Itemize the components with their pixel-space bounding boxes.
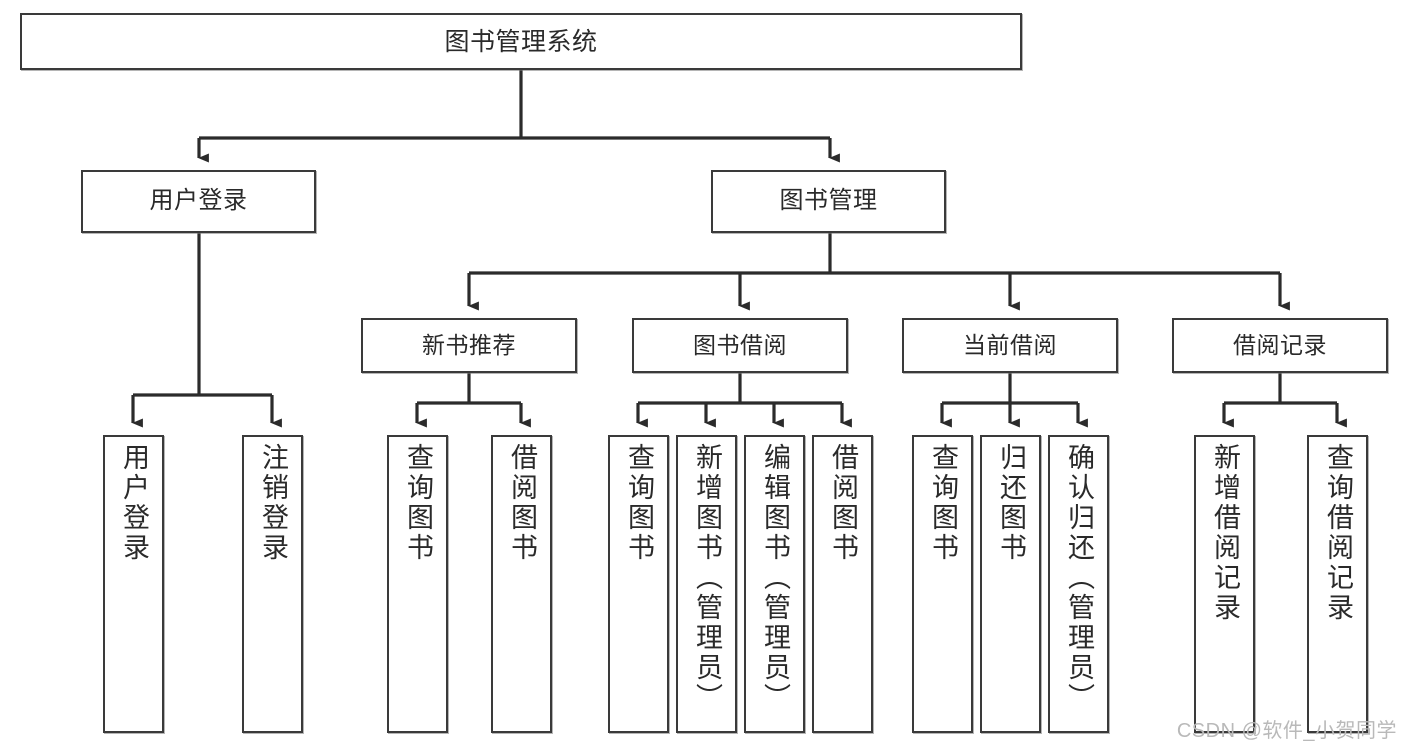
leaf-current-borrow-return[interactable]: 归还图书	[980, 435, 1041, 733]
node-new-book-recommend[interactable]: 新书推荐	[361, 318, 577, 373]
leaf-book-borrow-borrow[interactable]: 借阅图书	[812, 435, 873, 733]
node-label: 新增借阅记录	[1210, 443, 1240, 623]
leaf-book-borrow-add[interactable]: 新增图书（管理员）	[676, 435, 737, 733]
leaf-book-borrow-edit[interactable]: 编辑图书（管理员）	[744, 435, 805, 733]
node-label: 图书借阅	[693, 331, 787, 358]
node-label: 确认归还（管理员）	[1064, 443, 1094, 713]
node-label: 查询借阅记录	[1323, 443, 1353, 623]
node-label: 图书管理	[779, 187, 878, 215]
node-label: 归还图书	[996, 443, 1026, 563]
leaf-user-login-login[interactable]: 用户登录	[103, 435, 164, 733]
node-root-system[interactable]: 图书管理系统	[20, 13, 1022, 70]
node-label: 用户登录	[119, 443, 149, 563]
leaf-book-borrow-query[interactable]: 查询图书	[608, 435, 669, 733]
watermark-text: CSDN @软件_小贺同学	[1176, 720, 1397, 742]
leaf-current-borrow-confirm-return[interactable]: 确认归还（管理员）	[1048, 435, 1109, 733]
leaf-user-login-logout[interactable]: 注销登录	[242, 435, 303, 733]
node-label: 新增图书（管理员）	[692, 443, 722, 713]
leaf-new-book-borrow[interactable]: 借阅图书	[491, 435, 552, 733]
leaf-current-borrow-query[interactable]: 查询图书	[912, 435, 973, 733]
node-label: 注销登录	[258, 443, 288, 563]
node-label: 用户登录	[149, 187, 248, 215]
node-book-management[interactable]: 图书管理	[711, 170, 946, 233]
leaf-borrow-record-add[interactable]: 新增借阅记录	[1194, 435, 1255, 733]
node-label: 新书推荐	[422, 331, 516, 358]
node-current-borrow[interactable]: 当前借阅	[902, 318, 1118, 373]
leaf-new-book-query[interactable]: 查询图书	[387, 435, 448, 733]
node-label: 当前借阅	[963, 331, 1057, 358]
node-user-login[interactable]: 用户登录	[81, 170, 316, 233]
node-label: 借阅图书	[828, 443, 858, 563]
node-label: 查询图书	[403, 443, 433, 563]
node-label: 查询图书	[928, 443, 958, 563]
node-label: 借阅图书	[507, 443, 537, 563]
node-book-borrow[interactable]: 图书借阅	[632, 318, 848, 373]
node-label: 查询图书	[624, 443, 654, 563]
leaf-borrow-record-query[interactable]: 查询借阅记录	[1307, 435, 1368, 733]
node-borrow-record[interactable]: 借阅记录	[1172, 318, 1388, 373]
node-label: 借阅记录	[1233, 331, 1327, 358]
node-label: 编辑图书（管理员）	[760, 443, 790, 713]
node-label: 图书管理系统	[444, 27, 598, 56]
